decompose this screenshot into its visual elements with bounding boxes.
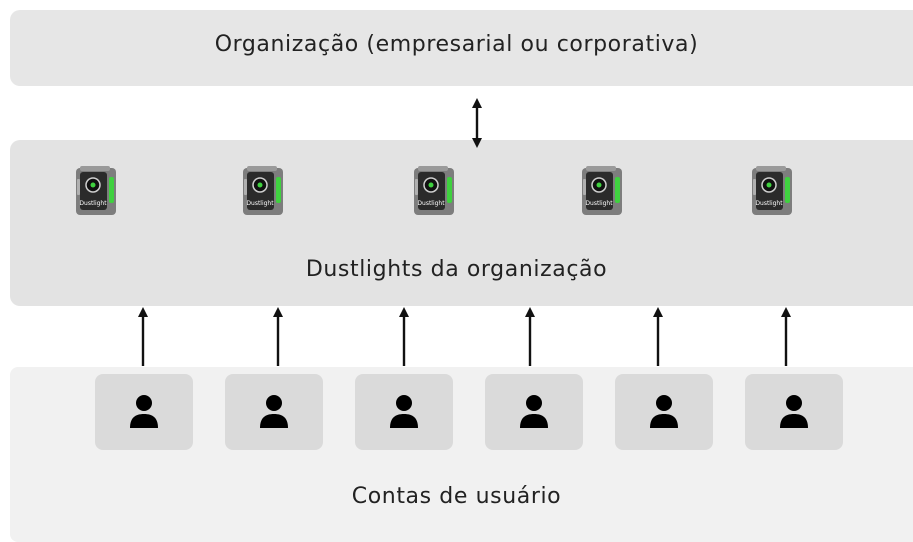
dustlight-device-icon: Dustlight — [74, 165, 118, 217]
person-icon — [130, 395, 158, 428]
person-icon — [780, 395, 808, 428]
person-icon — [650, 395, 678, 428]
svg-text:Dustlight: Dustlight — [417, 200, 445, 207]
svg-text:Dustlight: Dustlight — [585, 200, 613, 207]
person-icon — [520, 395, 548, 428]
dustlight-device-icon: Dustlight — [580, 165, 624, 217]
user-account — [225, 374, 323, 450]
dustlight-device-icon: Dustlight — [412, 165, 456, 217]
dustlight-device-icon: Dustlight — [750, 165, 794, 217]
dustlights-label: Dustlights da organização — [305, 257, 608, 282]
user-account — [355, 374, 453, 450]
dustlight-device-icon: Dustlight — [241, 165, 285, 217]
organization-label: Organização (empresarial ou corporativa) — [214, 32, 699, 57]
organization-band — [10, 10, 913, 86]
user-account — [745, 374, 843, 450]
svg-text:Dustlight: Dustlight — [755, 200, 783, 207]
user-account — [95, 374, 193, 450]
svg-text:Dustlight: Dustlight — [79, 200, 107, 207]
person-icon — [390, 395, 418, 428]
svg-text:Dustlight: Dustlight — [246, 200, 274, 207]
person-icon — [260, 395, 288, 428]
user-accounts-label: Contas de usuário — [351, 484, 562, 509]
user-account — [615, 374, 713, 450]
connector-arrows — [138, 98, 791, 366]
user-account — [485, 374, 583, 450]
